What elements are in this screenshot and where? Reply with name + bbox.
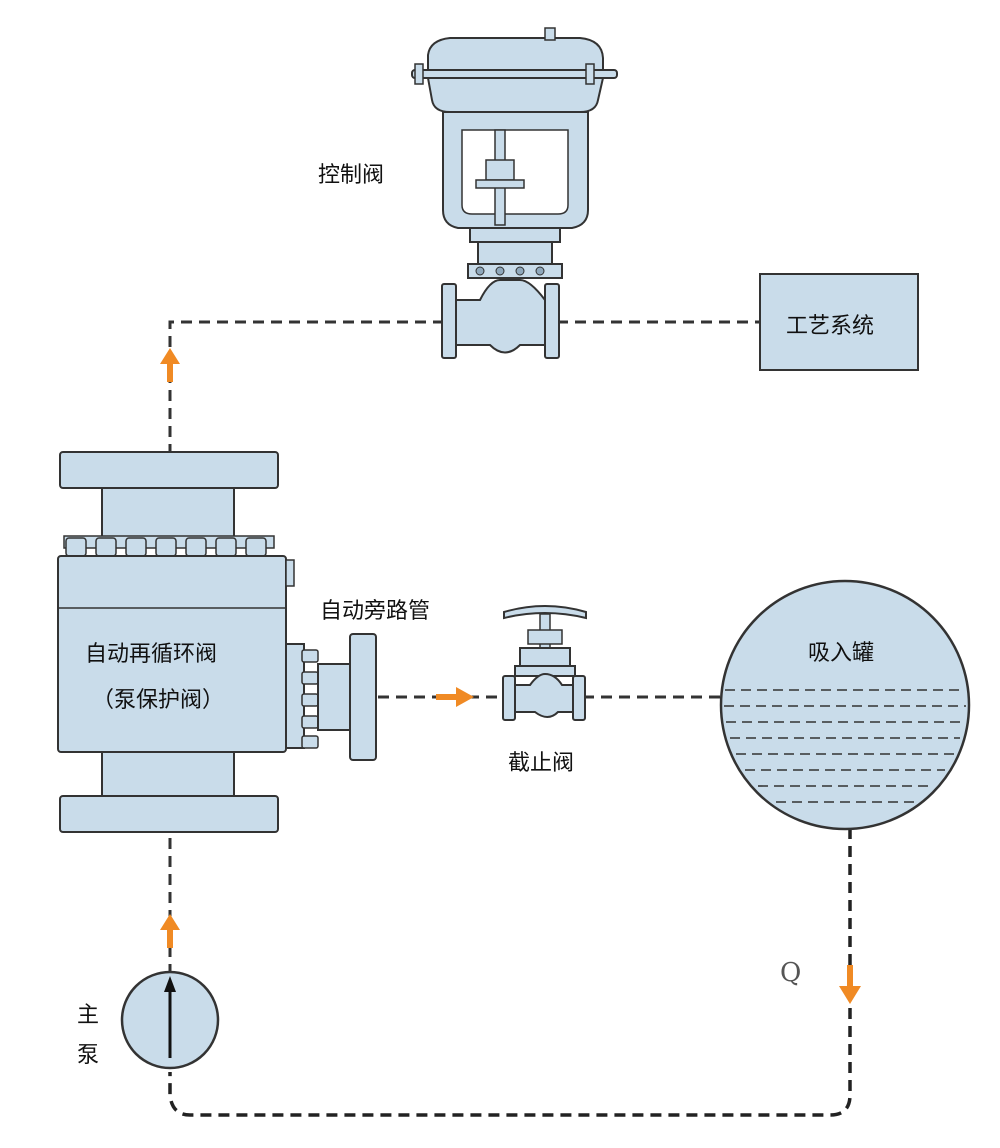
flow-arrow-right bbox=[436, 687, 474, 707]
pipe-tank-to-pump bbox=[168, 828, 852, 1117]
control-valve bbox=[411, 27, 618, 359]
flow-symbol: Q bbox=[780, 958, 802, 988]
main-pump-label-2: 泵 bbox=[77, 1043, 100, 1068]
auto-bypass-label: 自动旁路管 bbox=[320, 599, 431, 624]
pipe-recirc-to-control bbox=[168, 320, 445, 455]
flow-arrow-down bbox=[839, 965, 861, 1004]
main-pump-label-1: 主 bbox=[77, 1003, 100, 1028]
suction-tank-label: 吸入罐 bbox=[808, 641, 875, 666]
stop-valve bbox=[502, 605, 587, 721]
control-valve-label: 控制阀 bbox=[318, 163, 385, 188]
flow-arrow-up-bottom bbox=[160, 914, 180, 948]
recirc-valve-sublabel: （泵保护阀） bbox=[92, 688, 225, 713]
process-system-box bbox=[759, 273, 919, 371]
process-system-label: 工艺系统 bbox=[786, 314, 875, 339]
auto-recirculation-valve bbox=[57, 451, 377, 833]
tank-liquid-lines bbox=[724, 689, 966, 803]
recirc-valve-label: 自动再循环阀 bbox=[85, 642, 218, 667]
stop-valve-label: 截止阀 bbox=[508, 751, 575, 776]
suction-tank bbox=[719, 579, 971, 831]
main-pump bbox=[120, 970, 220, 1070]
flow-arrow-up-top bbox=[160, 348, 180, 382]
